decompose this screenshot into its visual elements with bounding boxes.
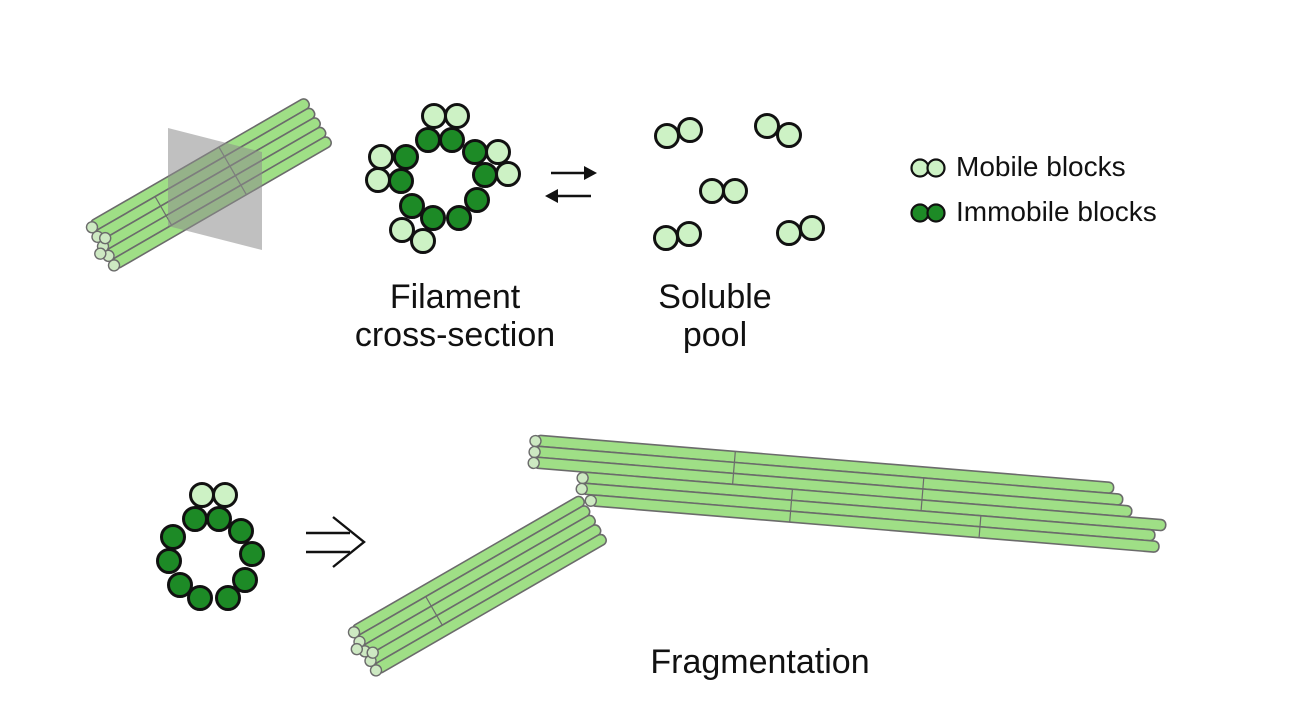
immobile-block	[228, 518, 254, 544]
mobile-block	[776, 122, 802, 148]
mobile-block	[495, 161, 521, 187]
mobile-block	[421, 103, 447, 129]
immobile-block	[420, 205, 446, 231]
immobile-block	[215, 585, 241, 611]
mobile-block	[654, 123, 680, 149]
immobile-block	[160, 524, 186, 550]
immobile-block	[187, 585, 213, 611]
immobile-block	[462, 139, 488, 165]
mobile-block	[699, 178, 725, 204]
mobile-block	[776, 220, 802, 246]
soluble-pool-label: Soluble pool	[620, 278, 810, 354]
mobile-block	[212, 482, 238, 508]
cross-section-ring	[365, 103, 521, 254]
mobile-block	[189, 482, 215, 508]
immobile-block	[393, 144, 419, 170]
mobile-block	[410, 228, 436, 254]
mobile-block	[722, 178, 748, 204]
soluble-pool-label-line2: pool	[682, 316, 748, 355]
legend	[910, 158, 946, 223]
implies-arrow-icon	[306, 516, 366, 568]
mobile-block	[444, 103, 470, 129]
immobile-block	[415, 127, 441, 153]
mobile-block	[754, 113, 780, 139]
cross-section-label: Filament cross-section	[330, 278, 580, 354]
legend-immobile-label: Immobile blocks	[956, 196, 1157, 227]
soluble-pool	[653, 113, 825, 251]
immobile-block	[206, 506, 232, 532]
cross-section-label-line1: Filament	[389, 278, 521, 316]
immobile-block	[232, 567, 258, 593]
mobile-block	[389, 217, 415, 243]
immobile-block	[399, 193, 425, 219]
immobile-block	[472, 162, 498, 188]
broken-ring	[156, 482, 265, 611]
equilibrium-arrows-icon	[545, 166, 597, 203]
immobile-block	[388, 168, 414, 194]
mobile-block	[653, 225, 679, 251]
legend-mobile-label: Mobile blocks	[956, 151, 1126, 182]
immobile-block	[167, 572, 193, 598]
immobile-block	[464, 187, 490, 213]
legend-immobile-swatch	[926, 203, 946, 223]
mobile-block	[485, 139, 511, 165]
mobile-block	[677, 117, 703, 143]
legend-mobile-swatch	[926, 158, 946, 178]
legend-immobile-swatch	[910, 203, 930, 223]
filament-fragment-short	[347, 495, 607, 677]
cross-section-label-line2: cross-section	[354, 316, 556, 355]
immobile-block	[156, 548, 182, 574]
immobile-block	[439, 127, 465, 153]
immobile-block	[446, 205, 472, 231]
fragmentation-label: Fragmentation	[650, 643, 870, 681]
mobile-block	[799, 215, 825, 241]
filament-fragment-long	[527, 434, 1167, 553]
mobile-block	[368, 144, 394, 170]
cross-section-plane	[168, 128, 262, 250]
immobile-block	[182, 506, 208, 532]
legend-mobile-swatch	[910, 158, 930, 178]
mobile-block	[676, 221, 702, 247]
mobile-block	[365, 167, 391, 193]
immobile-block	[239, 541, 265, 567]
soluble-pool-label-line1: Soluble	[658, 278, 772, 316]
